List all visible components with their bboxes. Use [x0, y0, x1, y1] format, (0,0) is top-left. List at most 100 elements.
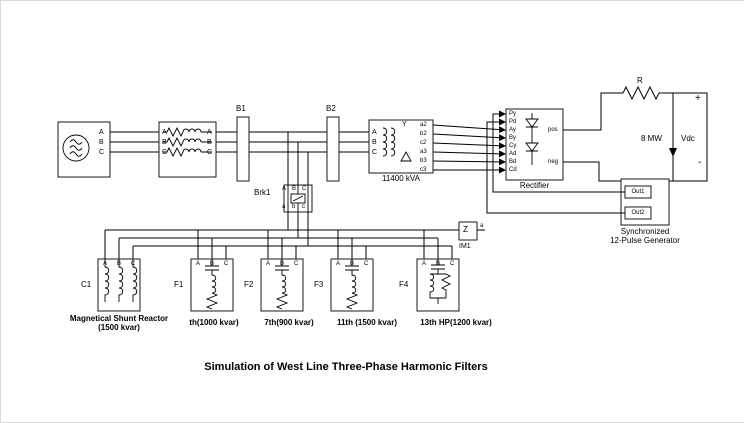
transformer-port-label: C — [372, 149, 378, 156]
filter-port-label: A — [336, 261, 341, 267]
filter-f1-rlc-icon — [205, 259, 219, 310]
transformer-port-label: c3 — [420, 167, 427, 173]
rectifier-input-label: Py — [509, 111, 517, 117]
bus-b2-block[interactable] — [326, 116, 340, 182]
filter-drop-wires-c — [132, 246, 453, 259]
rectifier-input-label: By — [509, 135, 517, 141]
bus-b2-label: B2 — [326, 104, 336, 113]
filter-id-label: F1 — [174, 280, 184, 289]
breaker-port-label: b — [292, 204, 296, 210]
rectifier-block[interactable] — [505, 108, 564, 181]
impedance-meter-block[interactable] — [458, 221, 478, 241]
filter-id-label: F4 — [399, 280, 409, 289]
transformer-port-label: b3 — [420, 158, 427, 164]
filter-f3-rlc-icon — [345, 259, 359, 310]
filter-f2-block[interactable] — [260, 258, 304, 312]
filter-c1-block[interactable] — [97, 258, 141, 312]
vdc-meter-label: Vdc — [681, 134, 695, 143]
pulse-generator-caption: Synchronized 12-Pulse Generator — [595, 227, 695, 246]
breaker-port-label: a — [282, 204, 286, 210]
filter-caption: 11th (1500 kvar) — [336, 318, 398, 327]
source-port-label: C — [99, 149, 105, 156]
gate-pulse-wire-2 — [486, 118, 621, 214]
transformer-port-label: b2 — [420, 131, 427, 137]
filter-port-label: B — [280, 261, 285, 267]
feeder-port-label: C — [207, 149, 213, 156]
rectifier-input-label: Bd — [509, 159, 517, 165]
filter-port-label: C — [224, 261, 229, 267]
model-title: Simulation of West Line Three-Phase Harm… — [204, 361, 488, 373]
impedance-meter-symbol: Z — [463, 225, 468, 234]
breaker-switch-icon — [287, 185, 309, 212]
wye-winding-label: Y — [402, 121, 407, 128]
bus-b1-block[interactable] — [236, 116, 250, 182]
filter-id-label: F3 — [314, 280, 324, 289]
transformer-winding-icon — [382, 127, 412, 162]
transformer-block[interactable] — [368, 119, 434, 174]
plus-terminal-label: + — [695, 93, 701, 104]
rectifier-input-label: Ay — [509, 127, 516, 133]
rectifier-caption: Rectifier — [519, 181, 550, 190]
filter-port-label: B — [350, 261, 355, 267]
transformer-port-label: B — [372, 139, 377, 146]
filter-bus-wires — [105, 229, 459, 247]
outport-connector-wires — [621, 191, 625, 214]
transformer-port-label: a3 — [420, 149, 427, 155]
feeder-port-label: B — [162, 139, 167, 146]
shunt-reactor-coils-icon — [104, 259, 138, 302]
filter-port-label: A — [196, 261, 201, 267]
filter-port-label: B — [436, 261, 441, 267]
breaker-port-label: c — [302, 204, 305, 210]
gate-pulse-wire-1 — [492, 110, 621, 193]
rectifier-input-label: Pd — [509, 119, 517, 125]
breaker-port-label: A — [282, 186, 287, 192]
pulse-generator-block[interactable] — [620, 178, 670, 226]
transformer-caption: 11400 kVA — [382, 174, 420, 183]
feeder-port-label: B — [207, 139, 212, 146]
filter-caption: Magnetical Shunt Reactor (1500 kvar) — [59, 314, 179, 333]
filter-caption-line: Magnetical Shunt Reactor — [69, 314, 169, 323]
filter-f4-highpass-icon — [429, 259, 452, 304]
filter-id-label: F2 — [244, 280, 254, 289]
pulse-generator-caption-line2: 12-Pulse Generator — [610, 235, 680, 245]
bus-b1-label: B1 — [236, 104, 246, 113]
transformer-port-label: c2 — [420, 140, 427, 146]
filter-drop-wires-b — [118, 238, 439, 259]
filter-id-label: C1 — [81, 280, 92, 289]
load-arrow-icon — [669, 148, 677, 157]
breaker-port-label: B — [292, 186, 297, 192]
outport-label: Out2 — [631, 210, 645, 216]
wires-layer[interactable] — [104, 85, 708, 259]
impedance-meter-label: IM1 — [459, 243, 471, 250]
filter-f1-block[interactable] — [190, 258, 234, 312]
source-port-label: B — [99, 139, 104, 146]
resistor-label: R — [637, 76, 643, 85]
minus-terminal-label: - — [698, 157, 702, 168]
rectifier-input-label: Cd — [509, 167, 517, 173]
filter-caption: 7th(900 kvar) — [264, 318, 314, 327]
filter-port-label: C — [364, 261, 369, 267]
outport-label: Out1 — [631, 189, 645, 195]
impedance-meter-port-label: a — [480, 223, 484, 229]
breaker-label: Brk1 — [254, 188, 271, 197]
rectifier-output-label: pos — [548, 127, 558, 133]
filter-caption: 13th HP(1200 kvar) — [420, 318, 492, 327]
dc-pos-wire — [563, 92, 623, 131]
filter-port-label: B — [117, 261, 122, 267]
breaker-tap-wires — [287, 132, 309, 246]
load-label: 8 MW — [641, 134, 662, 143]
filter-port-label: C — [131, 261, 136, 267]
filter-f2-rlc-icon — [275, 259, 289, 310]
feeder-port-label: A — [207, 129, 212, 136]
filter-port-label: C — [450, 261, 455, 267]
breaker-port-label: C — [302, 186, 307, 192]
source-port-label: A — [99, 129, 104, 136]
thyristor-icon — [525, 113, 539, 165]
filter-f3-block[interactable] — [330, 258, 374, 312]
series-rl-branch-icon — [163, 126, 212, 158]
transformer-port-label: a2 — [420, 122, 427, 128]
transformer-port-label: A — [372, 129, 377, 136]
three-phase-source-icon — [62, 134, 90, 162]
